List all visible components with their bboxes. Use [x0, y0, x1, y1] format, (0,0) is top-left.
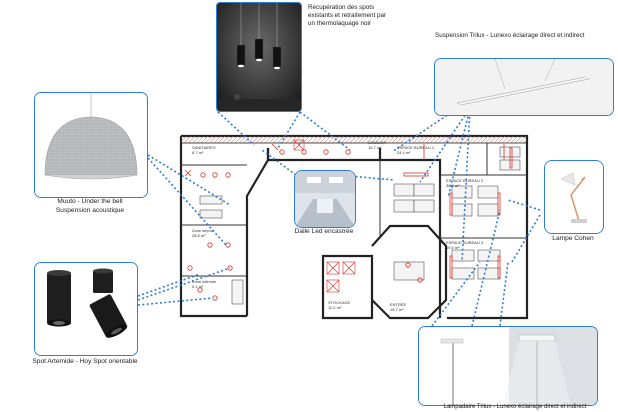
callout-lampadaire — [431, 209, 509, 327]
led-panel-icon — [295, 171, 355, 227]
card-spots — [216, 2, 302, 112]
room-sanitaires-name: SANITAIRES — [192, 145, 216, 150]
room-bureau1-area: 24.4 m² — [397, 150, 411, 155]
plan-desks — [199, 146, 521, 305]
plan-room-labels: SANITAIRES 6.7 m² COULOIR 16.7 m² ESPACE… — [192, 140, 484, 312]
caption-spots: Récupération des spots existants et retr… — [308, 4, 387, 27]
plan-light-fixtures — [184, 143, 513, 301]
room-zone-sejour-area: 28.5 m² — [192, 233, 206, 238]
room-couloir-area: 16.7 m² — [368, 145, 382, 150]
callout-muuto — [147, 154, 231, 246]
plan-top-wall — [180, 135, 528, 144]
card-suspension-trilux — [434, 58, 614, 116]
desk-lamp-icon — [545, 161, 603, 233]
linear-suspension-icon — [435, 59, 613, 115]
caption-lampadaire-trilux: Lampadaire Trilux - Lunexo éclairage dir… — [443, 404, 587, 410]
callout-spots-top — [217, 111, 351, 151]
caption-spot-artemide: Spot Artemide - Hoy Spot orientable — [32, 358, 138, 365]
room-stockage-area: 11.2 m² — [328, 305, 342, 310]
room-bureau2-name: ESPACE BUREAU 2 — [446, 178, 484, 183]
card-lampadaire-trilux — [418, 326, 598, 406]
room-bureau3-name: ESPACE BUREAU 3 — [446, 240, 484, 245]
pendant-spots-icon — [217, 3, 301, 111]
caption-muuto-line1: Muuto - Under the bell — [57, 198, 123, 205]
room-stockage-name: STOCKAGE — [328, 300, 350, 305]
caption-dalle-led: Dalle Led encastrée — [294, 228, 354, 235]
dome-pendant-icon — [35, 93, 147, 197]
floor-lamp-icon — [419, 327, 597, 405]
room-zone-sejour-name: Zone séjour — [192, 228, 214, 233]
room-bureau2-area: 38.5 m² — [446, 183, 460, 188]
caption-lampe-cohen: Lampe Cohen — [552, 235, 594, 242]
cylinder-spot-icon — [35, 263, 137, 355]
room-zone-infirmier-name: Zone infirmier — [192, 279, 217, 284]
room-entree-area: 16.7 m² — [390, 307, 404, 312]
card-spot-artemide — [34, 262, 138, 356]
room-entree-name: ENTREE — [390, 302, 407, 307]
callout-lampe-cohen — [507, 199, 541, 263]
room-zone-infirmier-area: 5.1 m² — [192, 284, 204, 289]
caption-muuto-line2: Suspension acoustique — [55, 207, 125, 214]
room-couloir-name: COULOIR — [368, 140, 386, 145]
caption-suspension-trilux: Suspension Trilux - Lunexo éclairage dir… — [435, 32, 585, 39]
plan-storage-shelves — [293, 139, 356, 293]
card-muuto — [34, 92, 148, 198]
callout-suspension-trilux — [391, 107, 471, 263]
callout-spot-artemide — [137, 267, 231, 306]
card-lampe-cohen — [544, 160, 604, 234]
plan-partitions — [181, 143, 527, 277]
room-bureau1-name: ESPACE BUREAU 1 — [397, 145, 435, 150]
room-bureau3-area: 19.5 m² — [446, 245, 460, 250]
card-dalle-led — [294, 170, 356, 228]
room-sanitaires-area: 6.7 m² — [192, 150, 204, 155]
